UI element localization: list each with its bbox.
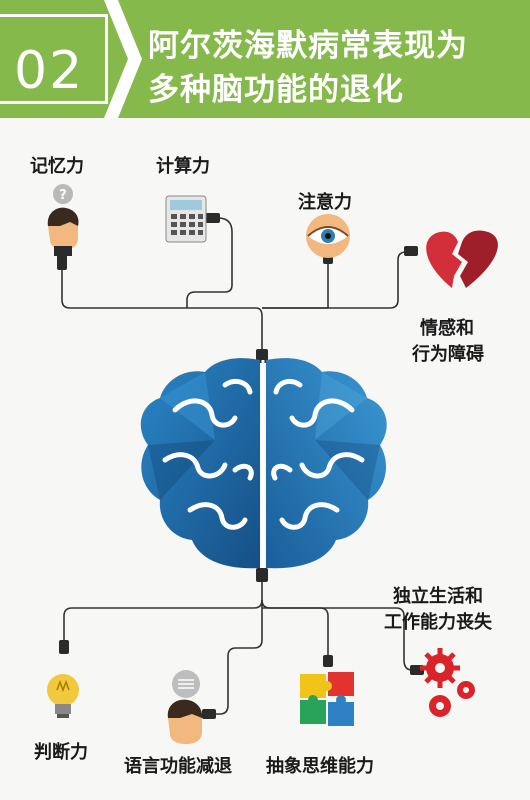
svg-text:?: ? [59,188,67,203]
label-emotion-line1: 情感和 [420,318,474,339]
title-line-1: 阿尔茨海默病常表现为 [148,28,468,64]
section-number-box: 02 [0,14,108,104]
section-number: 02 [14,41,85,101]
broken-heart-icon [426,230,498,288]
calculator-icon [165,195,207,243]
header-banner: 02 阿尔茨海默病常表现为 多种脑功能的退化 [0,0,530,118]
label-independence-line1: 独立生活和 [393,586,483,607]
label-emotion-line2: 行为障碍 [412,344,484,365]
chevron-divider [104,0,142,118]
label-calculation: 计算力 [156,156,210,177]
eye-icon [306,214,350,258]
label-language: 语言功能减退 [124,756,232,777]
puzzle-icon [300,672,354,726]
label-memory: 记忆力 [30,156,84,177]
connection-wires [61,217,418,715]
title-line-2: 多种脑功能的退化 [148,72,404,108]
label-independence-line2: 工作能力丧失 [384,612,492,633]
brain-illustration [140,358,387,569]
label-abstract-thinking: 抽象思维能力 [266,756,374,777]
lightbulb-icon [47,674,79,718]
gears-icon [420,648,475,717]
label-attention: 注意力 [298,192,352,213]
speaking-person-icon [167,670,203,744]
memory-person-icon: ? [47,184,79,256]
label-judgment: 判断力 [34,742,88,763]
